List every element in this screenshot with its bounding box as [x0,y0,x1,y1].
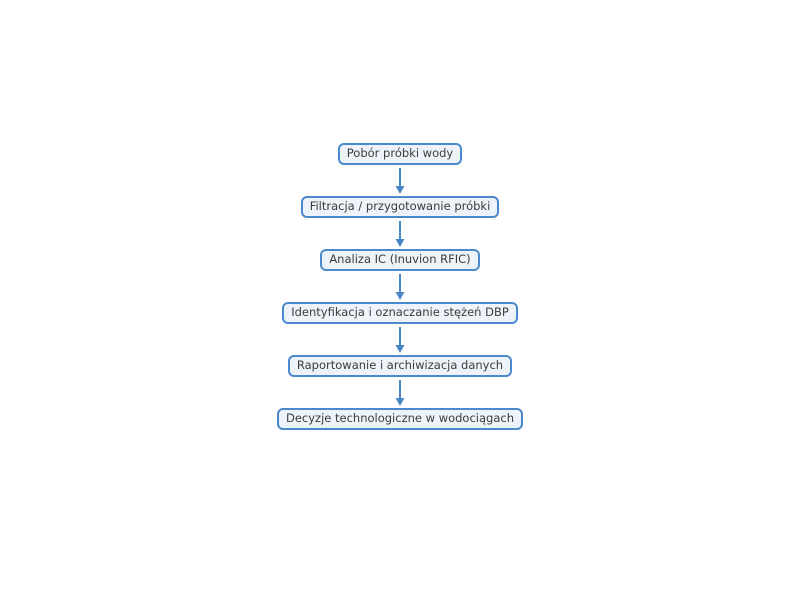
flow-node-label: Raportowanie i archiwizacja danych [296,358,504,373]
flow-node-filtracja: Filtracja / przygotowanie próbki [300,196,500,218]
flow-node-raportowanie: Raportowanie i archiwizacja danych [287,355,513,377]
flow-node-identyfikacja: Identyfikacja i oznaczanie stężeń DBP [282,302,518,324]
flow-node-label: Decyzje technologiczne w wodociągach [285,411,514,426]
flowchart: Pobór próbki wody Filtracja / przygotowa… [0,143,800,430]
flow-node-decyzje: Decyzje technologiczne w wodociągach [276,408,523,430]
flow-node-label: Filtracja / przygotowanie próbki [309,199,491,214]
arrow-down-icon [395,221,405,247]
arrow-down-icon [395,380,405,406]
flow-node-pobor-probki: Pobór próbki wody [337,143,463,165]
flow-node-analiza-ic: Analiza IC (Inuvion RFIC) [320,249,480,271]
flow-node-label: Identyfikacja i oznaczanie stężeń DBP [291,305,509,320]
flow-node-label: Pobór próbki wody [346,146,454,161]
arrow-down-icon [395,327,405,353]
flow-node-label: Analiza IC (Inuvion RFIC) [329,252,471,267]
arrow-down-icon [395,274,405,300]
arrow-down-icon [395,168,405,194]
